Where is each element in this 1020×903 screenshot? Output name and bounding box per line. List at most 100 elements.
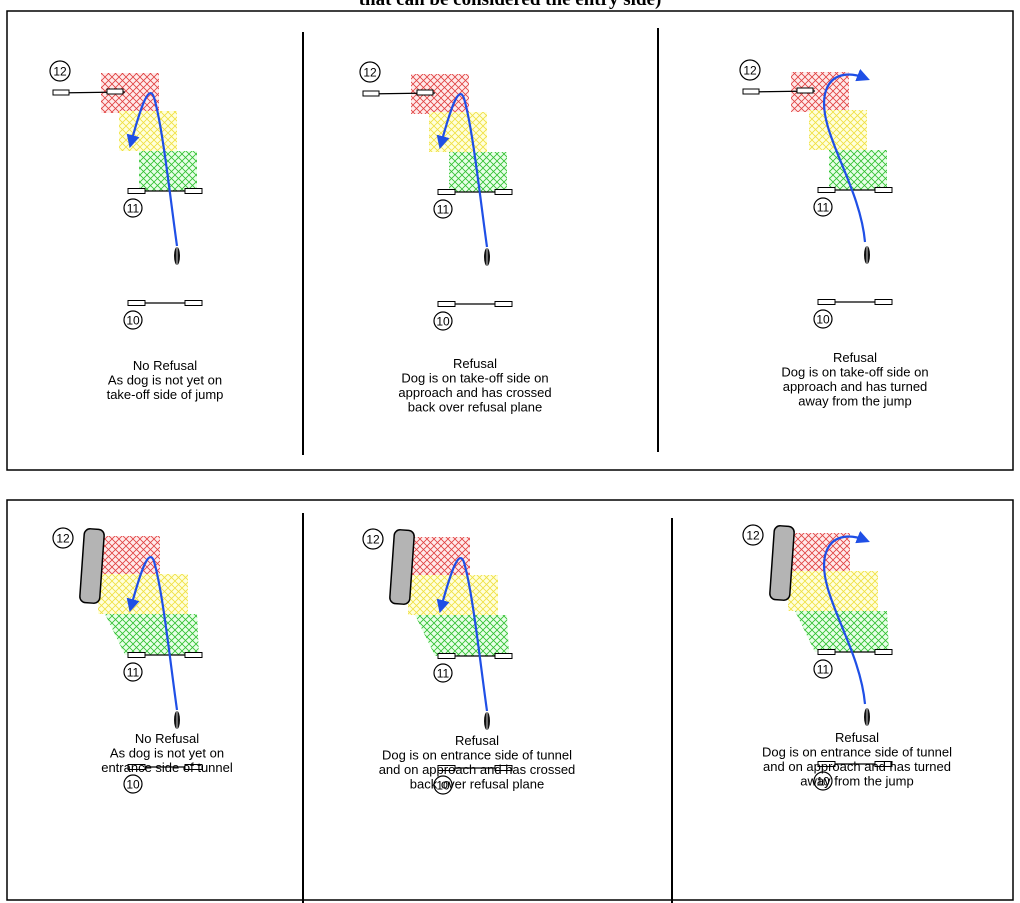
jump-wing-left <box>127 300 146 306</box>
caption-line: As dog is not yet on <box>110 746 224 761</box>
number-circle <box>49 60 71 82</box>
jump-10: 10 <box>813 299 893 329</box>
jump-wing-left <box>817 187 836 193</box>
jump-wing-right <box>874 649 893 655</box>
number-circle <box>433 663 453 683</box>
obstacle-number: 11 <box>123 662 143 682</box>
jump-10: 10 <box>433 765 513 795</box>
dog-path <box>436 557 489 712</box>
obstacle-number: 12 <box>52 527 74 549</box>
dog-path <box>126 556 179 711</box>
refusal-zones <box>788 533 889 652</box>
number-label: 10 <box>436 779 450 793</box>
tunnel-icon <box>769 525 795 601</box>
obstacle-number: 10 <box>433 311 453 331</box>
number-circle <box>742 524 764 546</box>
obstacle-number: 10 <box>813 309 833 329</box>
number-label: 10 <box>126 314 140 328</box>
jump-wing-right <box>184 764 203 770</box>
caption-title: No Refusal <box>135 731 199 746</box>
jump-wing-left <box>437 765 456 771</box>
jump-wing-right <box>494 765 513 771</box>
jump-11: 11 <box>123 652 203 682</box>
number-circle <box>123 662 143 682</box>
number-circle <box>813 197 833 217</box>
top-caption: that can be considered the entry side) <box>0 0 1020 11</box>
jump-wing-right <box>184 300 203 306</box>
number-circle <box>433 199 453 219</box>
caption-line: away from the jump <box>798 394 911 409</box>
obstacle-number: 10 <box>123 774 143 794</box>
jump-wing-right <box>494 653 513 659</box>
jump-bar-icon <box>52 88 126 96</box>
jump-wing-right <box>184 652 203 658</box>
caption-title: Refusal <box>453 356 497 371</box>
number-label: 11 <box>127 202 140 216</box>
jump-wing-left <box>362 90 380 97</box>
obstacle-number: 10 <box>813 771 833 791</box>
caption-line: back over refusal plane <box>410 777 544 792</box>
zone-green <box>105 614 199 655</box>
obstacle-number: 12 <box>362 528 384 550</box>
jump-wing-left <box>127 188 146 194</box>
obstacle-number: 11 <box>433 663 453 683</box>
jump-10: 10 <box>123 764 203 794</box>
jump-wing-right <box>874 299 893 305</box>
zone-red <box>100 536 160 574</box>
number-circle <box>123 198 143 218</box>
jump-11: 11 <box>813 187 893 217</box>
caption-title: No Refusal <box>133 358 197 373</box>
number-label: 12 <box>743 64 757 78</box>
number-circle <box>813 659 833 679</box>
number-label: 10 <box>436 315 450 329</box>
jump-10: 10 <box>123 300 203 330</box>
jump-wing-right <box>416 89 434 96</box>
jump-wing-right <box>796 87 814 94</box>
caption-line: away from the jump <box>800 774 913 789</box>
number-circle <box>433 311 453 331</box>
jump-11: 11 <box>123 188 203 218</box>
jump-11: 11 <box>433 189 513 219</box>
dog-marker-icon <box>174 710 180 732</box>
caption-title: Refusal <box>833 350 877 365</box>
dog-marker-icon <box>864 707 870 729</box>
obstacle-number: 11 <box>433 199 453 219</box>
number-label: 11 <box>437 667 450 681</box>
jump-10: 10 <box>813 761 893 791</box>
caption-line: and on approach and has crossed <box>379 762 576 777</box>
zone-green <box>415 615 509 656</box>
number-label: 12 <box>56 532 70 546</box>
zone-red <box>790 533 850 571</box>
jump-11: 11 <box>813 649 893 679</box>
dog-path <box>436 93 489 248</box>
number-label: 11 <box>817 201 830 215</box>
dog-path <box>126 92 179 247</box>
jump-wing-left <box>817 649 836 655</box>
number-label: 12 <box>363 66 377 80</box>
zone-yellow <box>408 575 498 615</box>
number-circle <box>359 61 381 83</box>
bottom-frame <box>6 499 1014 901</box>
jump-wing-right <box>494 189 513 195</box>
obstacle-number: 12 <box>49 60 71 82</box>
dog-marker-icon <box>174 246 180 268</box>
number-label: 11 <box>437 203 450 217</box>
obstacle-number: 11 <box>813 197 833 217</box>
obstacle-number: 12 <box>359 61 381 83</box>
number-circle <box>362 528 384 550</box>
number-circle <box>123 774 143 794</box>
obstacle-number: 12 <box>739 59 761 81</box>
jump-10: 10 <box>433 301 513 331</box>
zone-yellow <box>429 112 487 152</box>
number-circle <box>52 527 74 549</box>
dog-marker-icon <box>484 247 490 269</box>
zone-yellow <box>98 574 188 614</box>
refusal-zones <box>791 72 887 190</box>
zone-green <box>795 611 889 652</box>
tunnel-body <box>769 525 795 601</box>
